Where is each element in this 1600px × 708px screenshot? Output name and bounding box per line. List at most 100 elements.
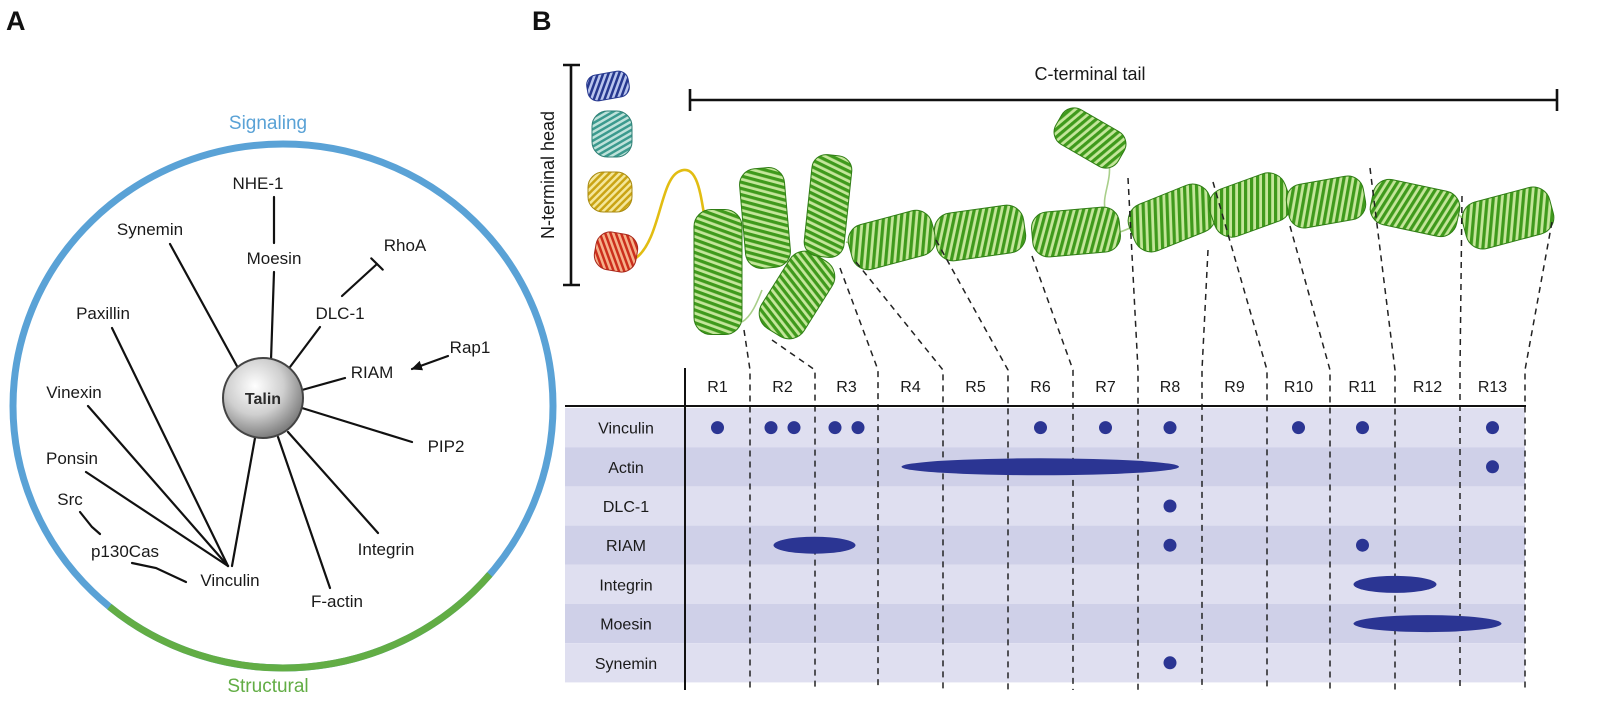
- column-header: R9: [1224, 379, 1245, 396]
- interaction-edges: [78, 195, 450, 590]
- column-divider-dashed: [1369, 167, 1396, 690]
- helix-bundle: [758, 250, 836, 340]
- node-src: Src: [57, 490, 83, 509]
- inhibition-bar: [370, 257, 384, 271]
- edge-paxillin-vinculin: [110, 326, 230, 568]
- column-divider-dashed: [935, 239, 1009, 690]
- node-p130cas: p130Cas: [91, 542, 159, 561]
- head-domain: [587, 171, 633, 213]
- edge-talin-factin: [276, 435, 332, 590]
- node-nhe1: NHE-1: [232, 174, 283, 193]
- node-moesin: Moesin: [247, 249, 302, 268]
- row-label: RIAM: [606, 538, 646, 555]
- edge-p130cas-vinculin: [130, 561, 188, 584]
- panel-a-label: A: [6, 6, 26, 36]
- column-header: R1: [707, 379, 728, 396]
- table-row: [565, 643, 1525, 683]
- node-rhoa: RhoA: [384, 236, 427, 255]
- binding-site-dot: [1292, 421, 1305, 435]
- node-riam: RIAM: [351, 363, 394, 382]
- helix-bundle: [1461, 186, 1555, 250]
- edge-talin-integrin: [286, 430, 380, 535]
- table-axes: [565, 368, 1526, 690]
- column-header: R6: [1030, 379, 1051, 396]
- binding-region-bar: [1353, 575, 1437, 593]
- column-divider-dashed: [1459, 195, 1463, 690]
- edge-src-p130cas: [78, 510, 102, 536]
- node-ponsin: Ponsin: [46, 449, 98, 468]
- column-divider-dashed: [1201, 249, 1209, 690]
- binding-site-dot: [828, 421, 842, 435]
- helix-bundle: [739, 167, 791, 269]
- row-label: Vinculin: [598, 421, 654, 438]
- column-header: R5: [965, 379, 986, 396]
- structural-label: Structural: [227, 676, 308, 697]
- binding-site-dot: [1163, 656, 1177, 670]
- edge-rap1-activates-riam: [410, 354, 450, 371]
- binding-site-dot: [1356, 538, 1369, 552]
- column-divider-dashed: [839, 267, 879, 690]
- talin-structure: [586, 70, 1555, 340]
- column-divider-dashed: [771, 339, 816, 690]
- binding-site-dot: [787, 421, 801, 435]
- talin-hub-sphere: [222, 357, 304, 439]
- edge-dlc1-inhibits-rhoa: [340, 262, 379, 298]
- helix-bundle: [1031, 206, 1121, 258]
- node-vinexin: Vinexin: [46, 383, 101, 402]
- binding-site-dot: [1099, 421, 1112, 435]
- panel-b-label: B: [532, 6, 552, 36]
- binding-site-dot: [1163, 421, 1177, 435]
- row-label: Moesin: [600, 617, 652, 634]
- helix-bundle: [1285, 175, 1367, 229]
- column-divider-dashed: [1289, 225, 1331, 690]
- column-header: R4: [900, 379, 921, 396]
- column-divider-dashed: [743, 329, 751, 690]
- node-vinculin: Vinculin: [200, 571, 259, 590]
- helix-bundle: [693, 209, 743, 335]
- binding-site-dot: [764, 421, 778, 435]
- row-label: Actin: [608, 460, 644, 477]
- head-rod-linker: [635, 168, 706, 260]
- helix-bundle: [933, 204, 1027, 262]
- node-paxillin: Paxillin: [76, 304, 130, 323]
- row-label: Integrin: [599, 577, 652, 594]
- helix-bundle: [1127, 183, 1217, 253]
- edge-riam-talin: [300, 376, 347, 392]
- c-terminal-tail-label: C-terminal tail: [1034, 64, 1145, 84]
- column-divider-dashed: [855, 261, 944, 690]
- binding-site-dot: [1486, 421, 1499, 435]
- column-dividers: [743, 167, 1553, 690]
- rod-linker: [741, 289, 763, 323]
- table-row: [565, 486, 1525, 526]
- n-terminal-bracket: [563, 63, 580, 287]
- binding-site-dot: [1163, 499, 1177, 513]
- table-row: [565, 525, 1525, 565]
- node-dlc1: DLC-1: [315, 304, 364, 323]
- column-header: R10: [1284, 379, 1313, 396]
- edge-moesin-talin: [269, 270, 276, 362]
- node-factin: F-actin: [311, 592, 363, 611]
- edge-dlc1-talin: [288, 325, 322, 369]
- binding-site-dot: [1486, 460, 1499, 474]
- c-terminal-bracket: [688, 89, 1559, 111]
- signaling-label: Signaling: [229, 113, 307, 134]
- row-label: DLC-1: [603, 499, 649, 516]
- column-divider-dashed: [1524, 221, 1553, 690]
- edge-talin-pip2: [300, 406, 414, 444]
- head-domain: [593, 231, 639, 273]
- column-header: R7: [1095, 379, 1116, 396]
- edge-talin-vinculin: [230, 436, 257, 568]
- row-label: Synemin: [595, 656, 657, 673]
- column-header: R8: [1160, 379, 1181, 396]
- binding-site-dot: [1163, 538, 1177, 552]
- talin-hub-label: Talin: [245, 391, 281, 408]
- helix-bundle: [1208, 172, 1292, 238]
- binding-site-dot: [1034, 421, 1047, 435]
- binding-region-bar: [1353, 615, 1502, 633]
- structural-ring-arc: [107, 572, 493, 672]
- column-divider-dashed: [1212, 181, 1268, 690]
- edge-vinexin-vinculin: [86, 404, 230, 568]
